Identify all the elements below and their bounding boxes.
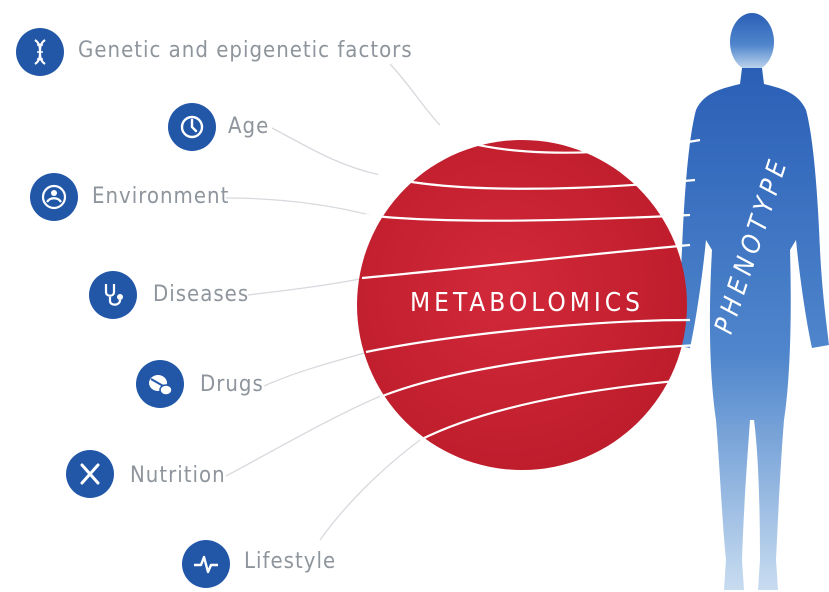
flow-line-6 [379,343,701,399]
dna-icon [16,28,64,76]
flow-line-7 [419,376,711,441]
connector-lines [225,63,441,541]
factor-label-genetic: Genetic and epigenetic factors [78,38,413,63]
factor-label-environment: Environment [92,184,230,209]
clock-icon [168,103,216,151]
flow-lines [361,124,711,441]
heartbeat-icon [182,540,230,588]
connector-drugs [263,351,369,387]
factor-label-nutrition: Nutrition [130,463,226,488]
connector-genetic [389,63,441,126]
flow-line-3 [364,213,691,222]
connector-environment [225,197,371,216]
pills-icon [136,360,184,408]
human-silhouette-icon [673,13,829,590]
connector-diseases [247,277,366,296]
flow-line-2 [377,173,696,190]
metabolomics-label: METABOLOMICS [410,288,644,318]
flow-line-5 [365,318,691,354]
flow-line-4 [361,243,691,280]
connector-lifestyle [319,439,421,541]
factor-label-drugs: Drugs [200,372,264,397]
fork-knife-icon [66,450,114,498]
metabolomics-sphere [357,140,687,470]
factor-label-lifestyle: Lifestyle [244,549,337,574]
environment-icon [30,173,78,221]
factor-label-diseases: Diseases [153,282,250,307]
connector-age [271,127,381,176]
factor-label-age: Age [228,114,270,139]
flow-line-1 [424,124,701,154]
connector-nutrition [225,394,384,477]
stethoscope-icon [89,271,137,319]
